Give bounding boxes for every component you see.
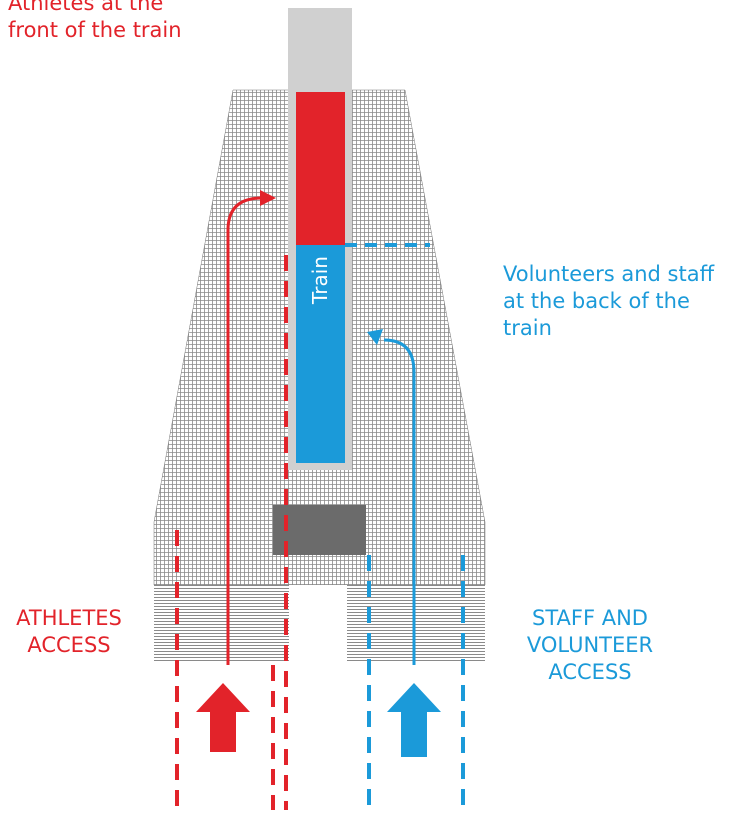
staff-access-line1: STAFF AND: [532, 606, 648, 630]
staff-back-label: Volunteers and staff at the back of the …: [503, 261, 714, 342]
athletes-front-label: Athletes at the front of the train: [8, 0, 182, 44]
athletes-front-line2: front of the train: [8, 18, 182, 42]
staff-access-line2: VOLUNTEER: [526, 633, 654, 657]
staff-route-line: [383, 338, 416, 665]
staff-access-strip: [347, 585, 485, 663]
staff-back-line2: at the back of the: [503, 289, 690, 313]
train-label: Train: [308, 256, 332, 305]
athletes-access-line2: ACCESS: [27, 633, 111, 657]
athletes-entry-arrow: [196, 683, 250, 752]
athletes-route-arrowhead: [260, 190, 276, 206]
athletes-access-label: ATHLETES ACCESS: [0, 605, 138, 659]
athletes-access-strip: [154, 585, 289, 663]
athletes-front-line1: Athletes at the: [8, 0, 164, 15]
athletes-access-line1: ATHLETES: [16, 606, 122, 630]
staff-entry-arrow: [387, 683, 441, 757]
staff-access-line3: ACCESS: [548, 660, 632, 684]
staff-back-line1: Volunteers and staff: [503, 262, 715, 286]
staff-access-label: STAFF AND VOLUNTEER ACCESS: [508, 605, 672, 686]
train-back-staff: [296, 245, 345, 463]
staff-route-arrowhead: [367, 329, 383, 345]
athletes-route-line: [226, 196, 263, 665]
train-front-athletes: [296, 92, 345, 245]
access-gap: [289, 585, 347, 665]
entrance-block: [273, 505, 366, 555]
staff-back-line3: train: [503, 316, 552, 340]
